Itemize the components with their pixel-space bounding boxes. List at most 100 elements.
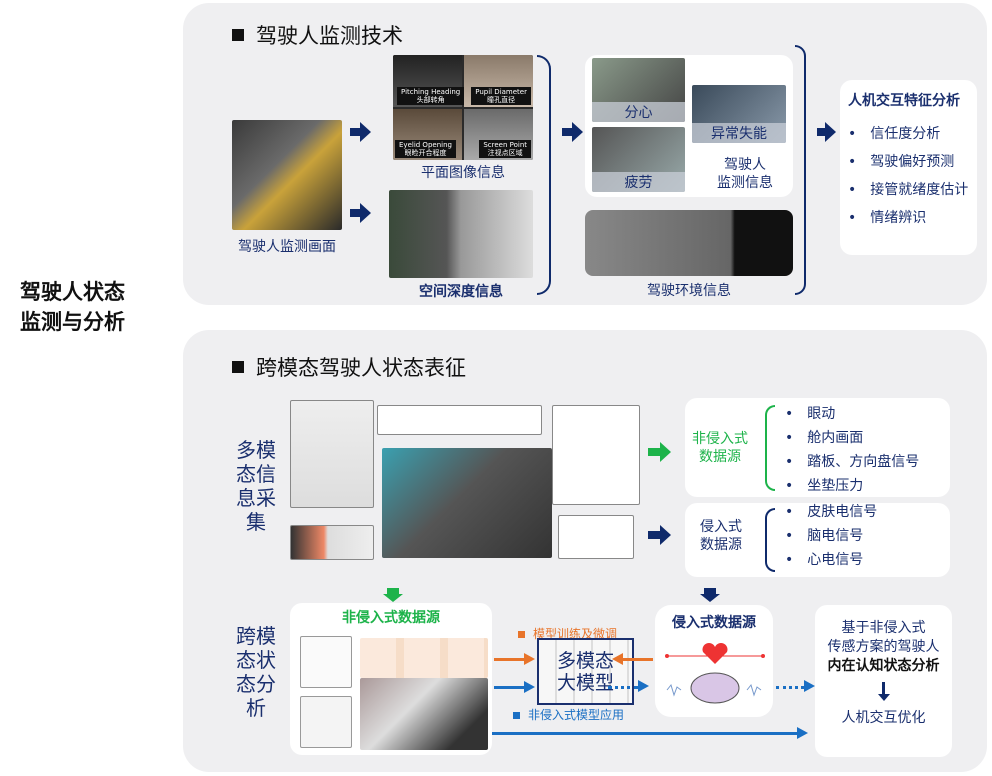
left-brace [765, 405, 775, 491]
scene-sketch-image [300, 636, 352, 688]
apply-label-text: 非侵入式模型应用 [528, 708, 625, 722]
list-item: 心电信号 [785, 548, 877, 572]
left-brace [765, 508, 775, 572]
sensor-collage [290, 400, 640, 570]
hci-item: 驾驶偏好预测 [848, 148, 977, 176]
green-arrow-right-icon [648, 442, 671, 462]
square-bullet-icon [232, 29, 244, 41]
green-arrow-down-icon-head [383, 594, 403, 602]
noninvasive-label: 非侵入式数据源 [692, 430, 748, 466]
analysis-label-line: 跨模 [236, 624, 276, 648]
hci-item: 接管就绪度估计 [848, 176, 977, 204]
train-label-text: 模型训练及微调 [533, 627, 618, 641]
arrow-right-icon [350, 122, 371, 142]
caption-line: 监测信息 [717, 175, 773, 191]
collect-label-line: 态信 [236, 462, 276, 486]
orange-arrow-left-icon [612, 653, 653, 665]
main-title-line: 驾驶人状态 [20, 280, 125, 304]
driver-monitor-image [232, 120, 342, 230]
noninvasive-box-title: 非侵入式数据源 [342, 610, 440, 626]
hci-analysis-box: 人机交互特征分析 信任度分析 驾驶偏好预测 接管就绪度估计 情绪辨识 [840, 80, 977, 255]
model-line: 多模态 [556, 649, 614, 672]
label-line: 侵入式 [700, 519, 742, 535]
label-line: 数据源 [700, 537, 742, 553]
collect-label: 多模态信息采集 [236, 438, 276, 534]
analysis-label: 跨模态状态分析 [236, 624, 276, 720]
environment-image [585, 210, 793, 276]
monitor-caption: 驾驶人监测信息 [700, 156, 790, 192]
hci-analysis-title: 人机交互特征分析 [848, 93, 960, 109]
plane-label-zh: 眼睑开合程度 [404, 149, 447, 157]
arrow-right-icon [817, 122, 836, 142]
plane-label-zh: 瞳孔直径 [487, 95, 516, 104]
hci-item: 信任度分析 [848, 120, 977, 148]
list-item: 坐垫压力 [785, 474, 919, 498]
arrow-right-icon [562, 122, 583, 142]
noninvasive-list: 眼动 舱内画面 踏板、方向盘信号 坐垫压力 [785, 402, 919, 498]
arrow-down-icon-head [877, 694, 890, 701]
state-label: 异常失能 [692, 123, 786, 143]
fatigue-image: 疲劳 [592, 127, 685, 192]
list-item: 踏板、方向盘信号 [785, 450, 919, 474]
hci-item: 情绪辨识 [848, 204, 977, 232]
depth-caption: 空间深度信息 [419, 284, 503, 300]
analysis-label-line: 态状 [236, 648, 276, 672]
green-arrow-down-icon [387, 588, 399, 594]
blue-arrow-right-icon [492, 727, 808, 739]
state-label: 分心 [592, 102, 685, 122]
label-line: 数据源 [699, 449, 741, 465]
depth-image [389, 190, 533, 278]
plane-caption: 平面图像信息 [421, 165, 505, 181]
label-line: 非侵入式 [692, 431, 748, 447]
invasive-list: 皮肤电信号 脑电信号 心电信号 [785, 500, 877, 572]
arrow-down-icon [704, 588, 716, 594]
top-title-text: 驾驶人监测技术 [256, 24, 403, 48]
plane-label-en: Pupil Diameter [475, 87, 527, 96]
distraction-image: 分心 [592, 58, 685, 122]
brain-eeg-icon [663, 670, 767, 710]
right-brace [537, 55, 551, 295]
result-final: 人机交互优化 [841, 710, 926, 726]
caption-line: 驾驶人 [724, 157, 766, 173]
heart-ecg-icon [663, 640, 767, 668]
list-item: 皮肤电信号 [785, 500, 877, 524]
plane-label-zh: 头部转角 [416, 95, 445, 104]
scene-map-image [300, 696, 352, 748]
multimodal-model-box: 多模态大模型 [537, 638, 634, 705]
collect-label-line: 集 [246, 510, 266, 534]
plane-label-zh: 注视点区域 [487, 149, 523, 157]
state-label: 疲劳 [592, 172, 685, 192]
apply-label: 非侵入式模型应用 [513, 706, 624, 723]
collect-label-line: 多模 [236, 438, 276, 462]
driver-phone-image [360, 678, 488, 750]
dotted-arrow-right-icon [608, 680, 649, 692]
arrow-down-icon-head [700, 594, 720, 602]
collect-label-line: 息采 [236, 486, 276, 510]
plane-label-en: Pitching Heading [401, 87, 461, 96]
list-item: 眼动 [785, 402, 919, 426]
train-label: 模型训练及微调 [518, 625, 617, 642]
main-title: 驾驶人状态 监测与分析 [20, 277, 125, 337]
driver-caption: 驾驶人监测画面 [238, 239, 336, 255]
invasive-box-title: 侵入式数据源 [672, 615, 756, 631]
env-caption: 驾驶环境信息 [647, 283, 731, 299]
bottom-section-title: 跨模态驾驶人状态表征 [232, 352, 466, 382]
model-line: 大模型 [556, 671, 614, 694]
result-line: 基于非侵入式 [841, 620, 926, 636]
orange-arrow-right-icon [494, 653, 535, 665]
main-title-line: 监测与分析 [20, 310, 125, 334]
right-brace [795, 45, 806, 295]
arrow-down-icon [882, 682, 885, 694]
result-line: 传感方案的驾驶人 [827, 639, 940, 655]
arrow-right-icon [350, 203, 371, 223]
bottom-title-text: 跨模态驾驶人状态表征 [256, 356, 466, 380]
analysis-label-line: 态分 [236, 672, 276, 696]
arrow-right-icon [648, 525, 671, 545]
plane-label-en: Screen Point [483, 141, 527, 149]
result-box: 基于非侵入式 传感方案的驾驶人 内在认知状态分析 人机交互优化 [815, 605, 952, 757]
invasive-label: 侵入式数据源 [700, 518, 742, 554]
top-section-title: 驾驶人监测技术 [232, 20, 403, 50]
analysis-label-line: 析 [246, 696, 266, 720]
incapacitation-image: 异常失能 [692, 85, 786, 143]
